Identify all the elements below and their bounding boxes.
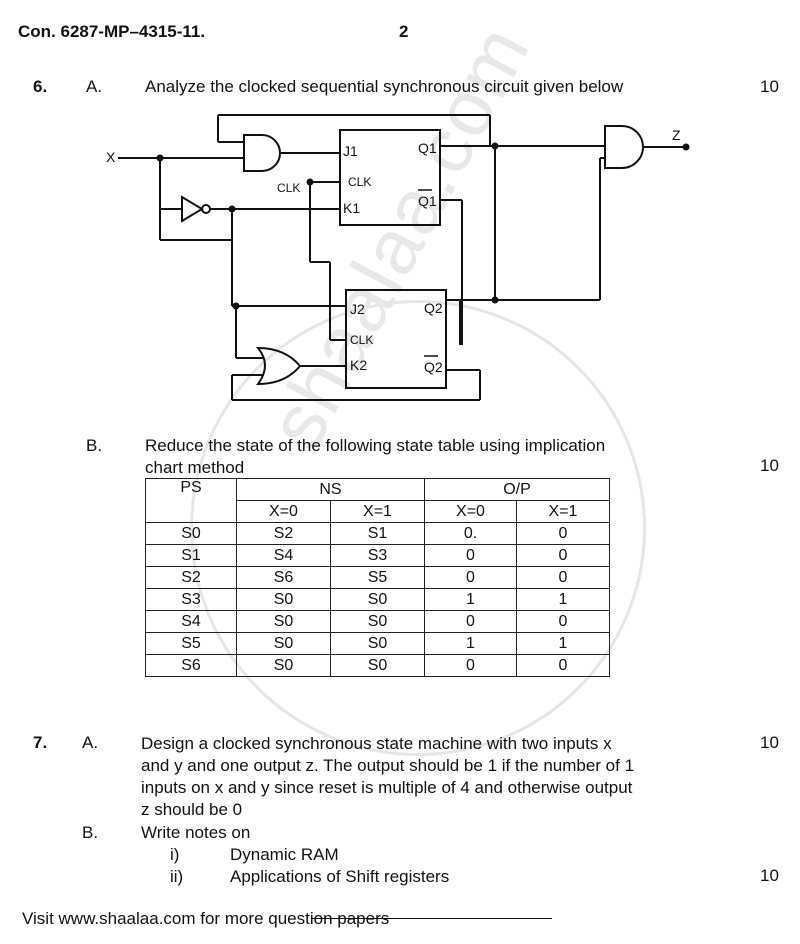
table-cell: S1: [330, 522, 425, 545]
table-cell: 1: [424, 632, 517, 655]
q7a-text: Design a clocked synchronous state machi…: [141, 733, 731, 821]
table-cell: S0: [236, 654, 331, 677]
table-cell: S3: [145, 588, 237, 611]
table-cell: 0: [424, 654, 517, 677]
table-cell: S0: [330, 632, 425, 655]
table-cell: S2: [145, 566, 237, 589]
table-cell: S0: [330, 588, 425, 611]
q6-number: 6.: [33, 77, 48, 96]
q7a-marks: 10: [760, 733, 779, 752]
q7b-item-num: ii): [170, 867, 184, 886]
table-cell: S0: [330, 654, 425, 677]
table-cell: 1: [516, 588, 610, 611]
flip-flop-1: [339, 129, 441, 226]
table-cell: 1: [424, 588, 517, 611]
table-cell: 0: [516, 610, 610, 633]
q7a-line: Design a clocked synchronous state machi…: [141, 734, 612, 753]
q7b-item-num: i): [170, 845, 180, 864]
label-z: Z: [672, 127, 681, 143]
or-gate: [255, 346, 302, 386]
table-cell: S0: [330, 610, 425, 633]
q6b-text-line2: chart method: [145, 458, 245, 477]
footer-strike: [312, 918, 552, 919]
label-clk-input: CLK: [277, 181, 300, 195]
q6b-text-line1: Reduce the state of the following state …: [145, 436, 606, 455]
table-cell: S1: [145, 544, 237, 567]
table-cell: S0: [236, 632, 331, 655]
footer-text: Visit www.shaalaa.com for more question …: [22, 909, 390, 928]
label-q2: Q2: [424, 300, 443, 316]
q7a-line: z should be 0: [141, 800, 243, 819]
sub-header: X=1: [330, 500, 425, 523]
header-ps: PS: [145, 478, 237, 523]
q6a-text: Analyze the clocked sequential synchrono…: [145, 77, 624, 96]
paper-code: Con. 6287-MP–4315-11.: [18, 22, 206, 41]
q7b-text: Write notes on: [141, 823, 251, 842]
label-q1: Q1: [418, 140, 437, 156]
sub-header: X=0: [236, 500, 331, 523]
label-x: X: [106, 149, 116, 165]
page-number: 2: [399, 22, 409, 41]
q7a-line: and y and one output z. The output shoul…: [141, 756, 635, 775]
sequential-circuit-diagram: X Z J1 CLK CLK K1 Q1 Q1 J2 CLK K2 Q2 Q2: [106, 114, 690, 401]
header-op: O/P: [424, 478, 610, 501]
table-cell: S5: [145, 632, 237, 655]
sub-header: X=1: [516, 500, 610, 523]
q7-number: 7.: [33, 733, 48, 752]
q7a-label: A.: [82, 733, 99, 752]
table-cell: 0: [516, 654, 610, 677]
q6a-label: A.: [86, 77, 103, 96]
q7b-item-text: Dynamic RAM: [230, 845, 339, 864]
label-q1bar: Q1: [418, 193, 437, 209]
table-cell: S6: [236, 566, 331, 589]
table-cell: S2: [236, 522, 331, 545]
table-cell: S4: [236, 544, 331, 567]
label-j1: J1: [343, 143, 358, 159]
table-cell: S0: [236, 610, 331, 633]
table-cell: 0: [424, 544, 517, 567]
sub-header: X=0: [424, 500, 517, 523]
label-clk1: CLK: [348, 175, 371, 189]
table-cell: 0.: [424, 522, 517, 545]
header-ns: NS: [236, 478, 425, 501]
q7b-marks: 10: [760, 866, 779, 885]
table-cell: 0: [516, 544, 610, 567]
table-cell: S4: [145, 610, 237, 633]
not-gate: [181, 195, 204, 223]
q6b-label: B.: [86, 436, 103, 455]
table-cell: S3: [330, 544, 425, 567]
q7a-line: inputs on x and y since reset is multipl…: [141, 778, 633, 797]
label-k1: K1: [343, 200, 360, 216]
label-j2: J2: [350, 301, 365, 317]
table-cell: 1: [516, 632, 610, 655]
table-cell: 0: [424, 610, 517, 633]
q6b-marks: 10: [760, 456, 779, 475]
table-cell: S0: [145, 522, 237, 545]
label-k2: K2: [350, 357, 367, 373]
q7b-item-text: Applications of Shift registers: [230, 867, 450, 886]
table-cell: 0: [516, 566, 610, 589]
table-cell: S6: [145, 654, 237, 677]
label-q2bar: Q2: [424, 359, 443, 375]
table-cell: S5: [330, 566, 425, 589]
q7b-label: B.: [82, 823, 99, 842]
and-gate-input: [243, 134, 281, 172]
table-cell: 0: [516, 522, 610, 545]
and-gate-output: [604, 125, 644, 169]
label-clk2: CLK: [350, 333, 373, 347]
table-cell: S0: [236, 588, 331, 611]
q6a-marks: 10: [760, 77, 779, 96]
table-cell: 0: [424, 566, 517, 589]
